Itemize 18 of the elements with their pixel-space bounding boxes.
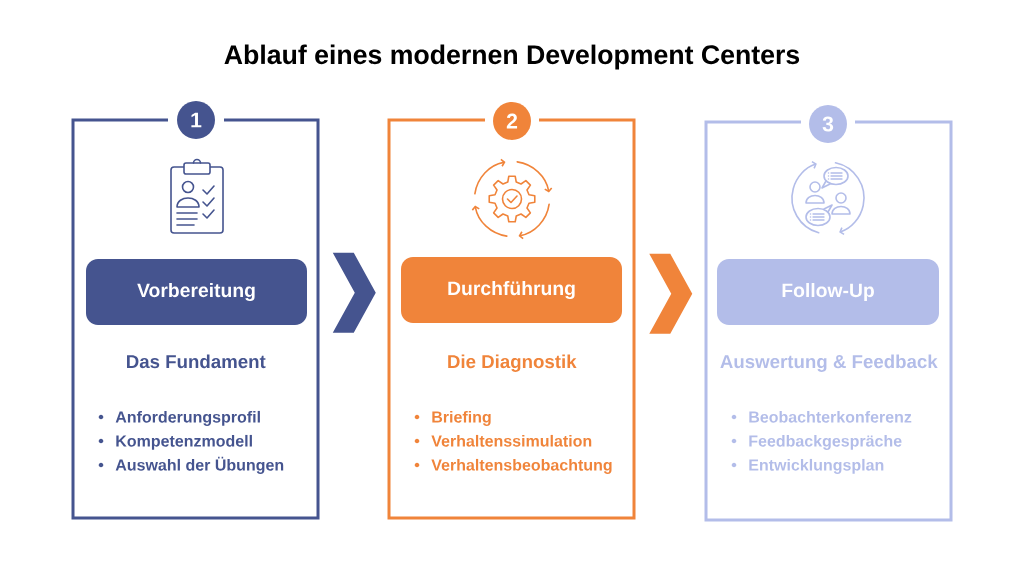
subheading: Das Fundament (127, 354, 266, 369)
list-item: Kompetenzmodell (116, 434, 252, 450)
phase-box: Durchführung (401, 257, 622, 323)
phase-box: Vorbereitung (86, 259, 307, 325)
subheading: Die Diagnostik (448, 354, 577, 372)
list-item: Verhaltenssimulation (431, 434, 592, 447)
phase-box: Follow-Up (717, 259, 939, 325)
list-item: Feedbackgespräche (749, 434, 902, 450)
title: Ablauf eines modernen Development Centers (224, 44, 800, 70)
list-item: Auswahl der Übungen (115, 456, 284, 474)
list-item: Briefing (432, 410, 491, 426)
chevron-arrow (649, 253, 693, 334)
chevron-arrow (332, 252, 376, 333)
list-item: Anforderungsprofil (115, 410, 260, 426)
subheading: Auswertung & Feedback (720, 354, 938, 372)
list-item: Beobachterkonferenz (749, 410, 912, 423)
list-item: Entwicklungsplan (749, 458, 884, 474)
list-item: Verhaltensbeobachtung (431, 458, 612, 474)
